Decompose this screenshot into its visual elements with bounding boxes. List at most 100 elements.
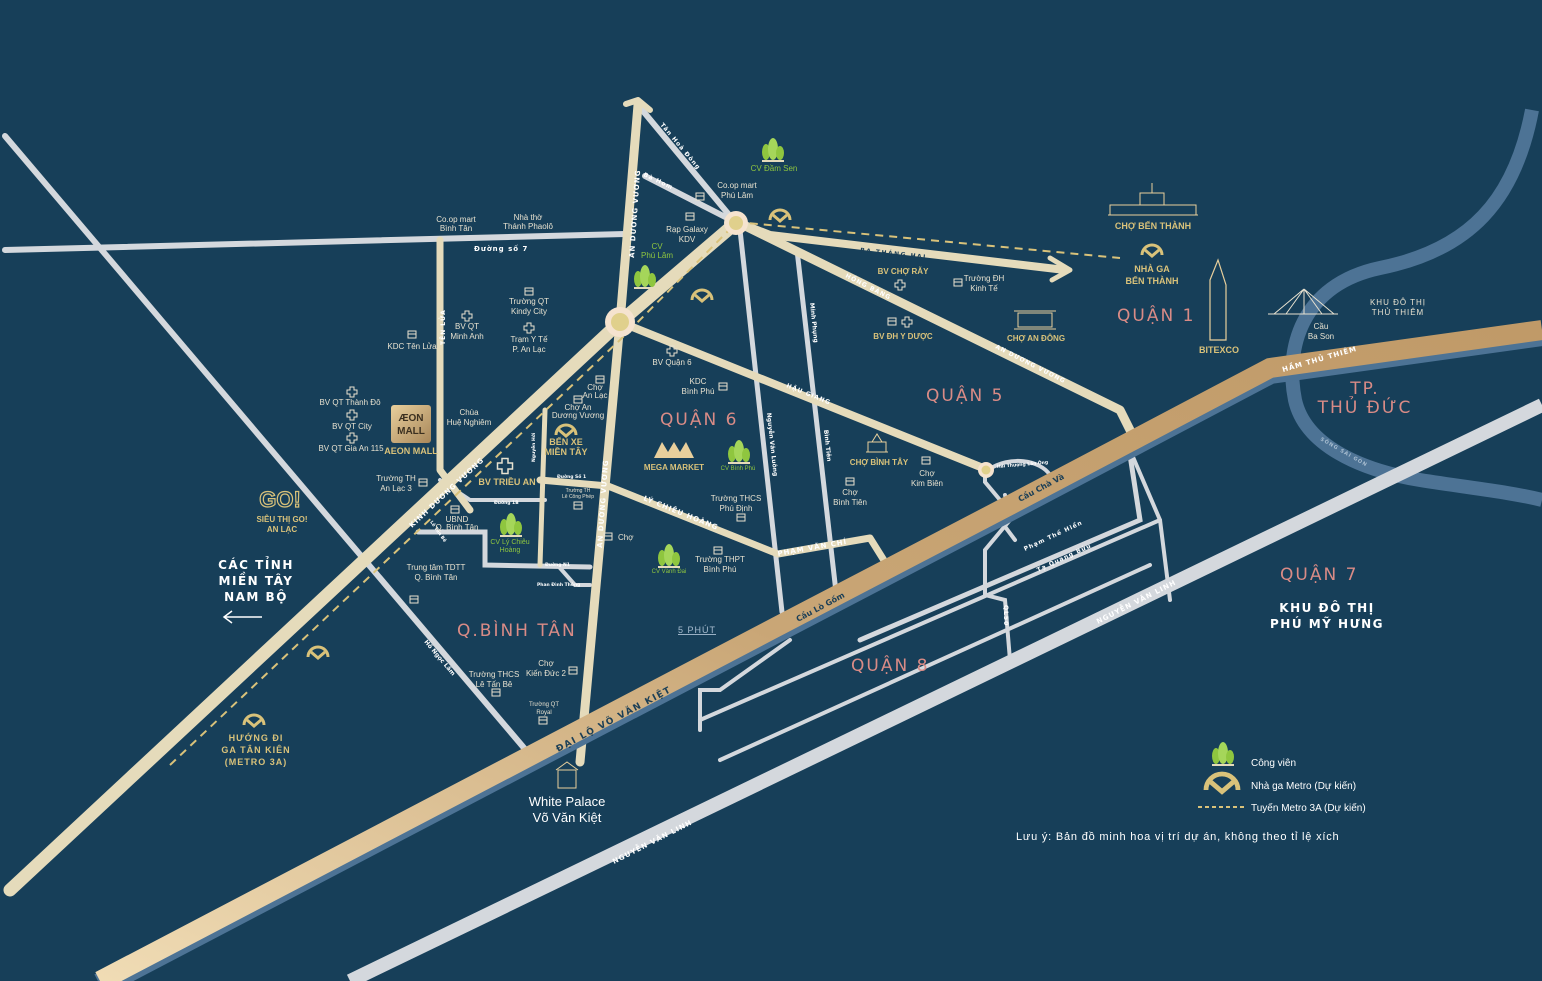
metro-station-icon	[306, 645, 330, 660]
map-label: BV CHỢ RẪY	[878, 267, 929, 276]
map-label: Lê Công Phép	[562, 494, 594, 500]
roundabout	[724, 211, 748, 235]
other-labels: CÁC TỈNH MIỀN TÂY NAM BỘ Cầu Ba Son KHU …	[218, 298, 1426, 825]
map-label: Chợ	[919, 469, 935, 478]
road-label: ĐẠI LỘ VÕ VĂN KIỆT	[554, 683, 674, 754]
west-provinces-label: CÁC TỈNH	[218, 556, 294, 572]
map-label: Kinh Tế	[970, 284, 998, 293]
map-label: CV Lý Chiêu	[490, 539, 529, 546]
map-label: Trường TH	[376, 474, 416, 483]
district-label: THỦ ĐỨC	[1317, 395, 1413, 418]
map-label: Bình Tiên	[833, 498, 867, 507]
map-label: BẾN XE	[549, 437, 583, 447]
phu-my-hung-label: KHU ĐÔ THỊ	[1279, 600, 1374, 615]
map-label: Kindy City	[511, 307, 547, 316]
map-label: KDC	[690, 377, 707, 386]
cho-an-dong-icon	[1014, 310, 1056, 330]
west-arrow-icon	[222, 610, 262, 624]
road-label: NGUYỄN VĂN LINH	[610, 817, 693, 866]
aeon-logo-text: ÆON	[399, 413, 424, 424]
west-provinces-label: MIỀN TÂY	[219, 571, 294, 588]
map-label: KDC Tên Lửa	[387, 342, 437, 351]
road-label: Bà Hom	[642, 171, 674, 191]
park-icon	[728, 440, 750, 464]
metro-station-icon	[554, 423, 578, 438]
map-label: P. An Lạc	[512, 345, 545, 354]
district-label: QUẬN 6	[660, 408, 738, 430]
road-label: Đường 1B	[494, 499, 519, 506]
map-label: KDV	[679, 235, 696, 244]
map-label: Q. Bình Tân	[415, 573, 458, 582]
ba-son-label: Cầu	[1314, 322, 1329, 331]
west-provinces-label: NAM BỘ	[224, 589, 288, 604]
map-label: Royal	[536, 710, 551, 716]
map-label: Dương Vương	[552, 411, 604, 420]
landmark-labels: AEON MALL SIÊU THỊ GO! AN LẠC BẾN XE MIỀ…	[221, 221, 1239, 767]
cho-binh-tay-icon	[866, 433, 888, 453]
map-label: Q. Bình Tân	[436, 523, 479, 532]
map-label: Nhà thờ	[514, 213, 544, 222]
map-label: UBND	[446, 515, 469, 524]
place-labels: Co.op mart Bình Tân Nhà thờ Thánh Phaolô…	[318, 181, 1004, 716]
road-label: Tân Hoà Đông	[658, 122, 701, 172]
road-label: Phan Đình Thông	[537, 581, 580, 588]
road-label: Nguyễn Hới	[530, 432, 537, 462]
map-label: Trường ĐH	[964, 274, 1005, 283]
map-note: Lưu ý: Bản đồ minh hoa vị trí dự án, khô…	[1016, 831, 1339, 843]
map-label: Lê Tấn Bê	[476, 680, 513, 689]
map-label: Trung tâm TDTT	[407, 563, 466, 572]
map-label: AEON MALL	[384, 446, 438, 456]
metro-station-icon	[242, 713, 266, 728]
thu-thiem-label: KHU ĐÔ THỊ	[1370, 298, 1426, 307]
district-label: QUẬN 5	[926, 384, 1004, 406]
park-icon	[1212, 742, 1234, 766]
map-label: Trường THCS	[711, 494, 762, 503]
map-label: Kim Biên	[911, 479, 943, 488]
map-label: (METRO 3A)	[225, 757, 288, 767]
metro-station-icon	[1140, 243, 1164, 258]
map-label: CV	[651, 242, 663, 251]
map-label: CHỢ AN ĐÔNG	[1007, 334, 1065, 343]
map-label: Phú Định	[720, 504, 753, 513]
map-label: Trường QT	[509, 297, 549, 306]
park-icon	[658, 544, 680, 568]
road-label: Hải Thượng Lãn Ông	[997, 459, 1049, 470]
roundabout	[605, 307, 635, 337]
metro-station-icon	[690, 288, 714, 303]
park-labels: CV Đầm Sen CV Phú Lâm CV Lý Chiêu Hoàng …	[490, 164, 797, 575]
mega-market-logo	[654, 442, 694, 458]
map-label: Hoàng	[500, 547, 521, 554]
map-label: BITEXCO	[1199, 345, 1239, 355]
bitexco-tower-icon	[1209, 258, 1227, 341]
map-label: CHỢ BÌNH TÂY	[850, 458, 909, 467]
map-label: BV QT Thành Đô	[319, 398, 381, 407]
road-label: Đường số 7	[474, 244, 528, 253]
map-label: Phú Lâm	[721, 191, 753, 200]
map-label: BV Quận 6	[652, 358, 692, 367]
metro-3a-line	[169, 220, 1121, 766]
map-label: CV Đầm Sen	[751, 164, 798, 173]
map-label: Chợ	[842, 488, 858, 497]
map-label: CV Bình Phú	[721, 466, 756, 472]
aeon-logo-text: MALL	[397, 426, 425, 437]
map-label: AN LẠC	[267, 525, 297, 534]
vo-van-kiet-road-surface	[95, 320, 1542, 981]
map-label: Bình Phú	[704, 565, 737, 574]
map-label: Thánh Phaolô	[503, 222, 553, 231]
map-label: Minh Anh	[450, 332, 483, 341]
roundabout	[978, 462, 994, 478]
map-label: CV Vành Đai	[652, 569, 687, 575]
road-label: AN DƯƠNG VƯƠNG	[994, 344, 1067, 386]
map-label: NHÀ GA	[1134, 264, 1170, 274]
map-label: MEGA MARKET	[644, 463, 704, 472]
map-label: Chợ	[618, 533, 634, 542]
white-palace-icon	[555, 761, 579, 789]
project-name: Võ Văn Kiệt	[533, 810, 602, 825]
nguyen-van-linh-road	[346, 398, 1542, 981]
district-label: Q.BÌNH TÂN	[457, 619, 577, 641]
map-label: CHỢ BẾN THÀNH	[1115, 221, 1191, 231]
park-icon	[500, 513, 522, 537]
district-labels: QUẬN 6 QUẬN 5 QUẬN 1 QUẬN 7 QUẬN 8 Q.BÌN…	[457, 304, 1413, 676]
map-label: Chợ	[538, 659, 554, 668]
park-icon	[762, 138, 784, 162]
